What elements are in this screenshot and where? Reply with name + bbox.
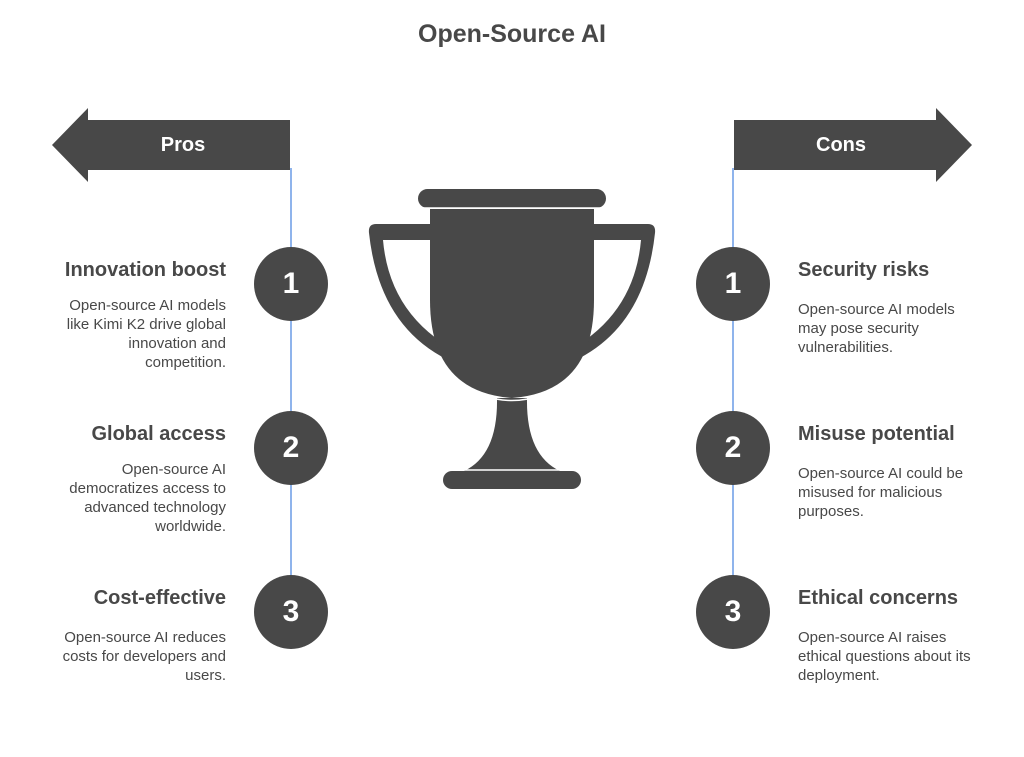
pros-text-2: Open-source AI democratizes access to ad… bbox=[69, 461, 226, 535]
cons-heading-1: Security risks bbox=[798, 259, 930, 281]
cons-arrow-label: Cons bbox=[816, 134, 866, 156]
cons-circle-2 bbox=[696, 411, 770, 485]
right-arrow-icon bbox=[734, 108, 972, 182]
cons-text-2: Open-source AI could be misused for mali… bbox=[798, 465, 964, 520]
cons-circle-1 bbox=[696, 247, 770, 321]
pros-text-3: Open-source AI reduces costs for develop… bbox=[62, 629, 226, 684]
left-arrow-icon bbox=[52, 108, 290, 182]
pros-number-1: 1 bbox=[282, 267, 300, 300]
pros-arrow-label: Pros bbox=[160, 134, 206, 156]
trophy-icon bbox=[368, 189, 656, 489]
cons-number-3: 3 bbox=[724, 595, 742, 628]
cons-heading-2: Misuse potential bbox=[798, 423, 955, 445]
pros-heading-1: Innovation boost bbox=[64, 259, 226, 281]
page-title: Open-Source AI bbox=[418, 20, 606, 48]
pros-circle-3 bbox=[254, 575, 328, 649]
pros-heading-2: Global access bbox=[91, 423, 226, 445]
pros-number-3: 3 bbox=[282, 595, 300, 628]
pros-number-2: 2 bbox=[282, 431, 300, 464]
pros-circle-2 bbox=[254, 411, 328, 485]
cons-heading-3: Ethical concerns bbox=[798, 587, 959, 609]
cons-text-1: Open-source AI models may pose security … bbox=[798, 301, 955, 356]
pros-heading-3: Cost-effective bbox=[93, 587, 226, 609]
cons-number-1: 1 bbox=[724, 267, 742, 300]
pros-circle-1 bbox=[254, 247, 328, 321]
pros-text-1: Open-source AI models like Kimi K2 drive… bbox=[66, 297, 226, 371]
cons-circle-3 bbox=[696, 575, 770, 649]
cons-number-2: 2 bbox=[724, 431, 742, 464]
cons-text-3: Open-source AI raises ethical questions … bbox=[798, 629, 971, 684]
